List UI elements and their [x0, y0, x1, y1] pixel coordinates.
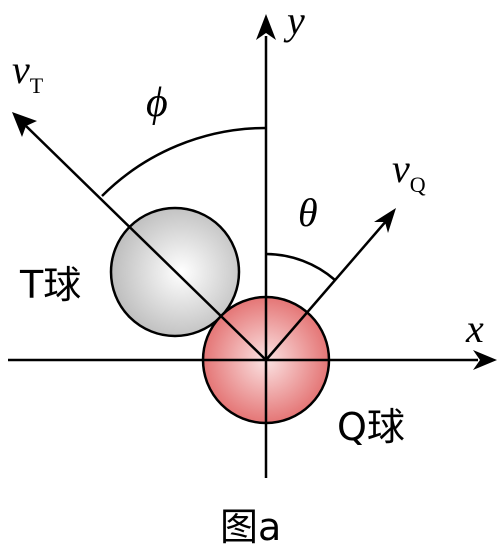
- vector-vq: [265, 219, 388, 361]
- x-axis-label: x: [465, 306, 484, 351]
- angle-theta-arc: [265, 252, 336, 281]
- angle-theta-label: θ: [298, 190, 318, 235]
- vector-vt-arrowhead: [12, 112, 37, 137]
- vector-vq-label: vQ: [392, 146, 426, 197]
- figure-caption: 图a: [220, 505, 281, 549]
- ball-t-label: T球: [19, 263, 81, 307]
- ball-q-label: Q球: [337, 405, 405, 449]
- x-axis-arrowhead: [473, 350, 497, 370]
- vector-vt-label: vT: [12, 47, 44, 98]
- angle-phi-label: ϕ: [146, 80, 168, 126]
- angle-phi-arc: [101, 126, 267, 197]
- y-axis-label: y: [283, 0, 305, 43]
- vector-vt: [25, 125, 267, 361]
- vector-vq-arrowhead: [374, 208, 396, 233]
- y-axis-arrowhead: [256, 14, 276, 40]
